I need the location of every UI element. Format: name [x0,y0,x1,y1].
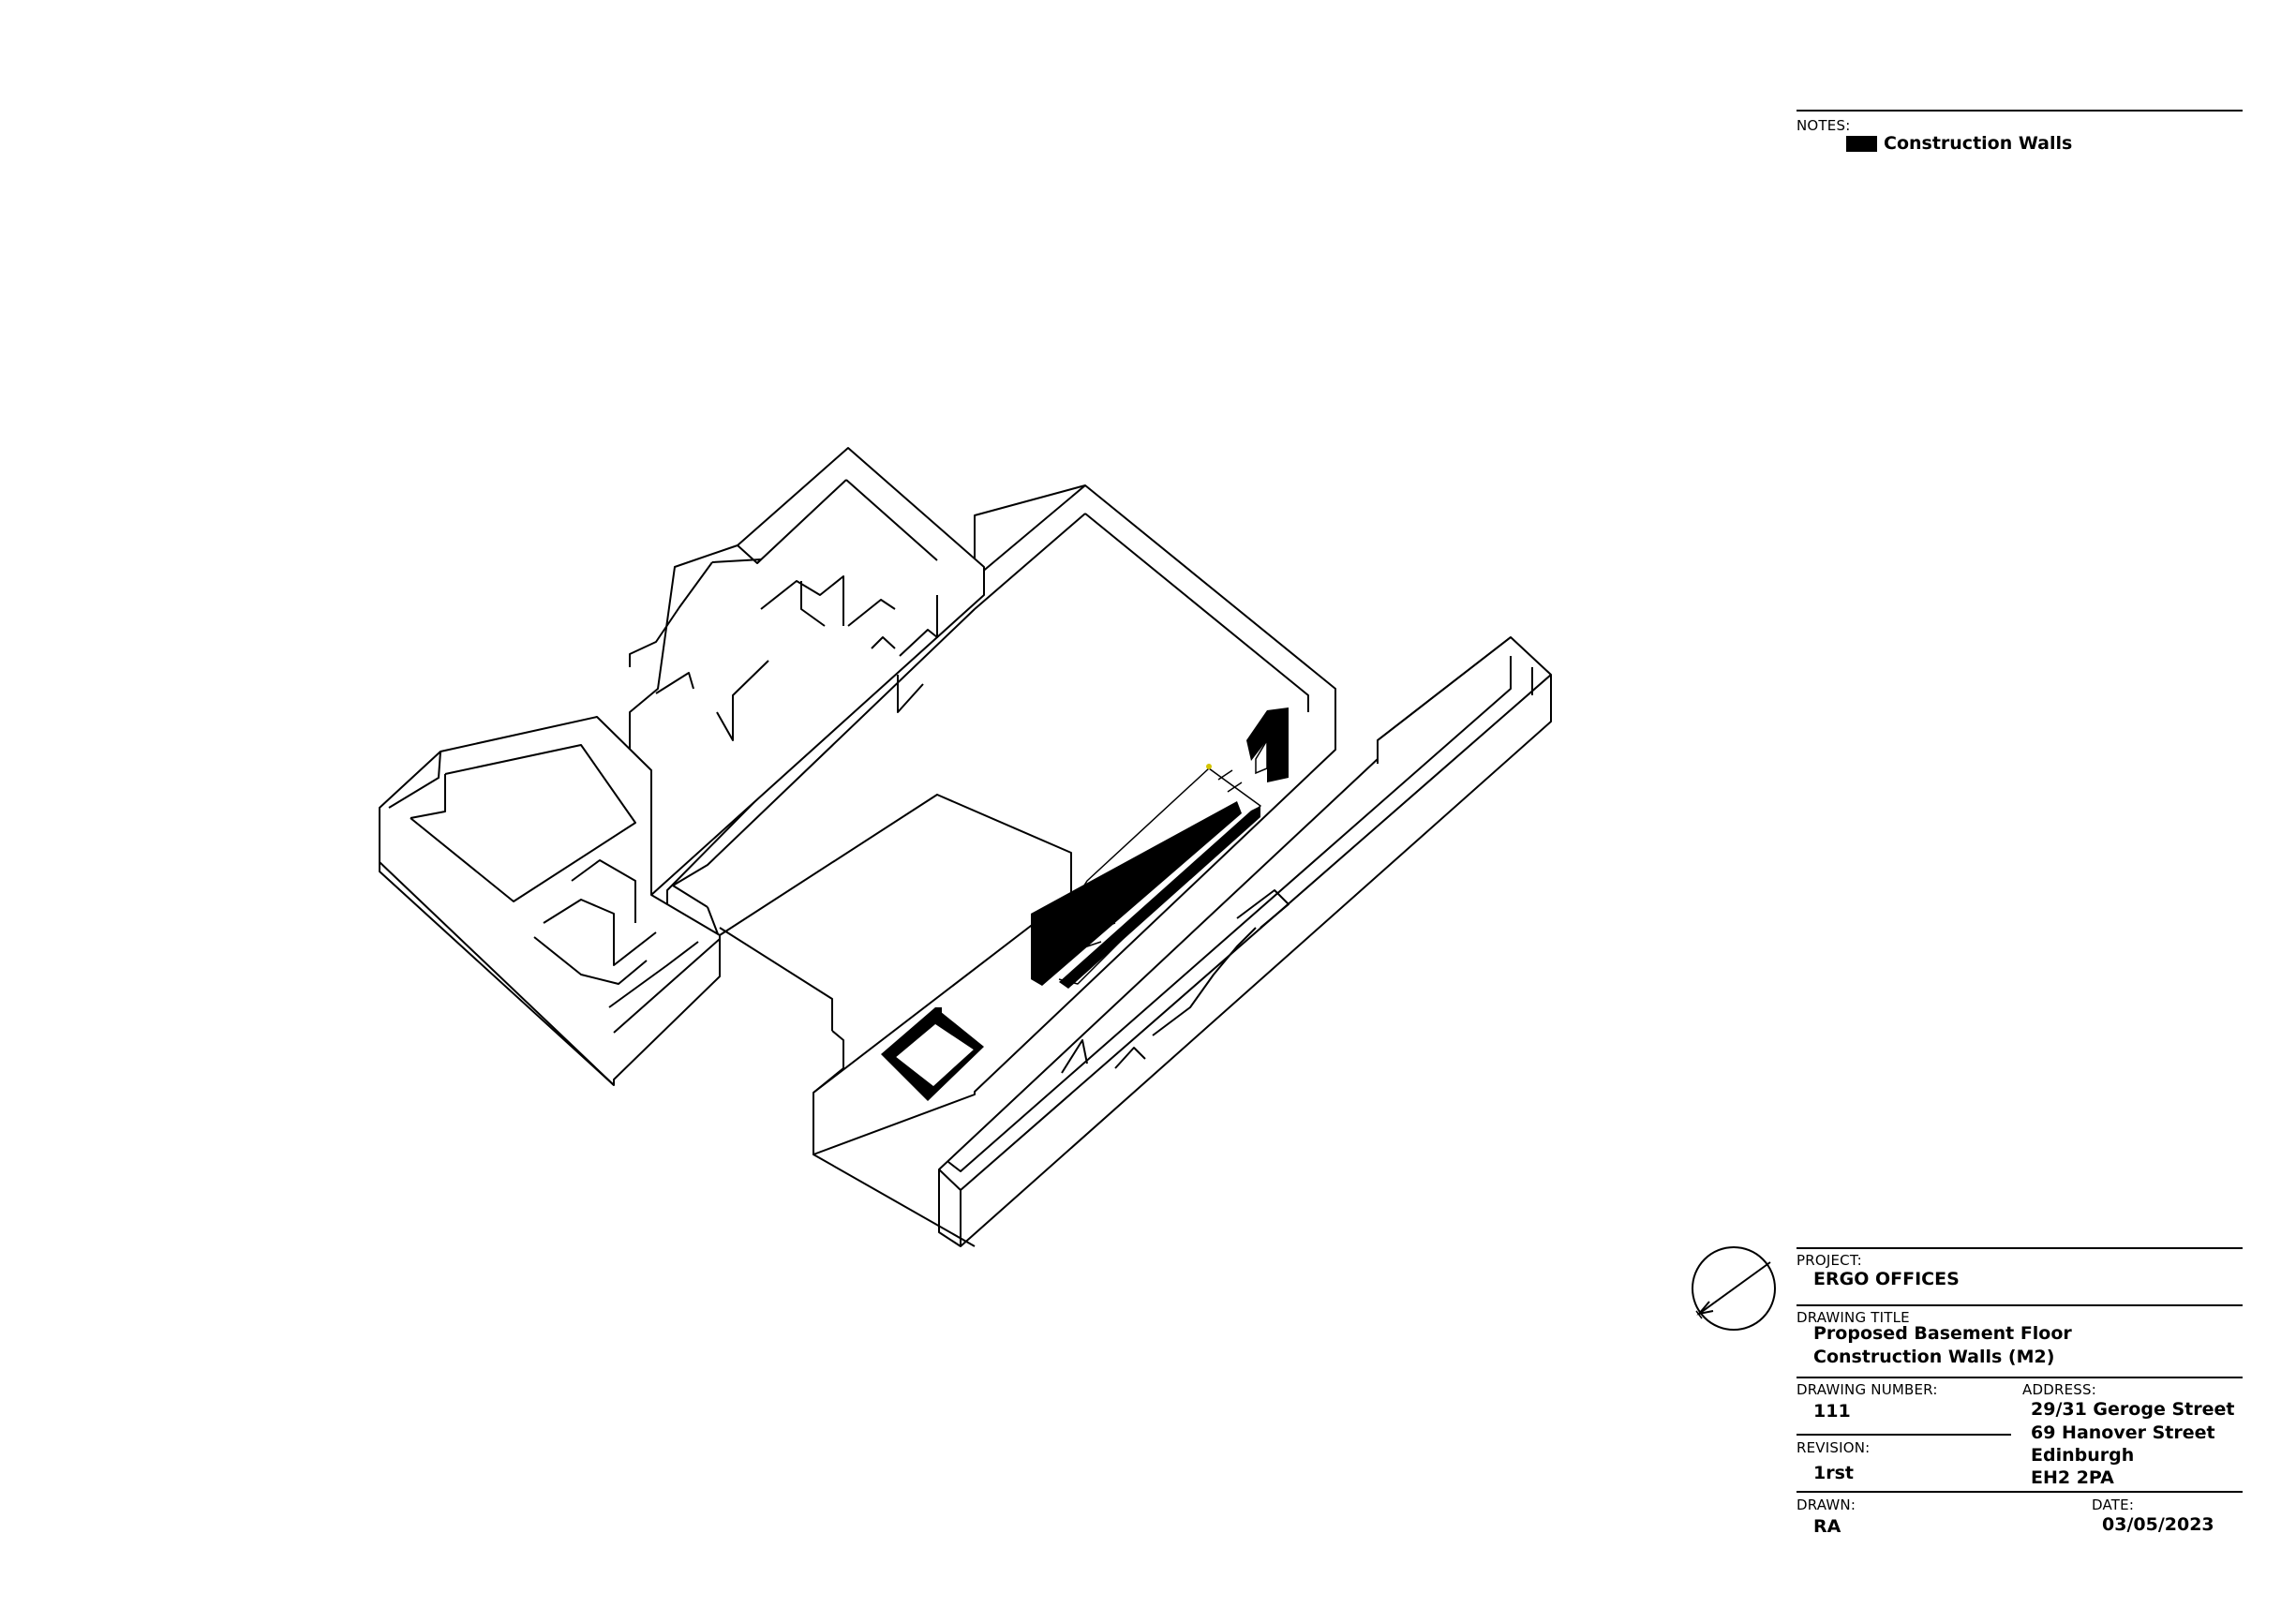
notes-label: NOTES: [1797,117,1851,134]
date-label: DATE: [2092,1496,2135,1513]
address-line-4: EH2 2PA [2031,1467,2114,1488]
address-label: ADDRESS: [2022,1381,2096,1398]
upper-left-room-walls [629,447,985,896]
right-corridor-walls [938,636,1552,1247]
main-room-walls [666,484,1336,1155]
legend-construction-walls: Construction Walls [1884,133,2073,154]
drawn-by: RA [1813,1516,1841,1537]
project-label: PROJECT: [1797,1252,1862,1269]
left-lower-room-walls [379,716,721,1086]
revision-label: REVISION: [1797,1439,1871,1456]
date-value: 03/05/2023 [2102,1514,2214,1535]
drawing-number-label: DRAWING NUMBER: [1797,1381,1938,1398]
address-line-2: 69 Hanover Street [2031,1422,2215,1443]
construction-walls-swatch [1846,136,1877,152]
marker-dot [1206,764,1212,769]
project-name: ERGO OFFICES [1813,1269,1960,1289]
drawing-title-line-2: Construction Walls (M2) [1813,1347,2055,1367]
revision-value: 1rst [1813,1463,1854,1483]
north-arrow-icon [1692,1246,1776,1331]
address-line-3: Edinburgh [2031,1445,2135,1466]
drawing-number: 111 [1813,1401,1851,1422]
drawing-title-label: DRAWING TITLE [1797,1309,1910,1326]
bottom-extension-walls [813,1030,976,1247]
drawn-label: DRAWN: [1797,1496,1856,1513]
address-line-1: 29/31 Geroge Street [2031,1399,2235,1420]
drawing-title-line-1: Proposed Basement Floor [1813,1323,2072,1344]
